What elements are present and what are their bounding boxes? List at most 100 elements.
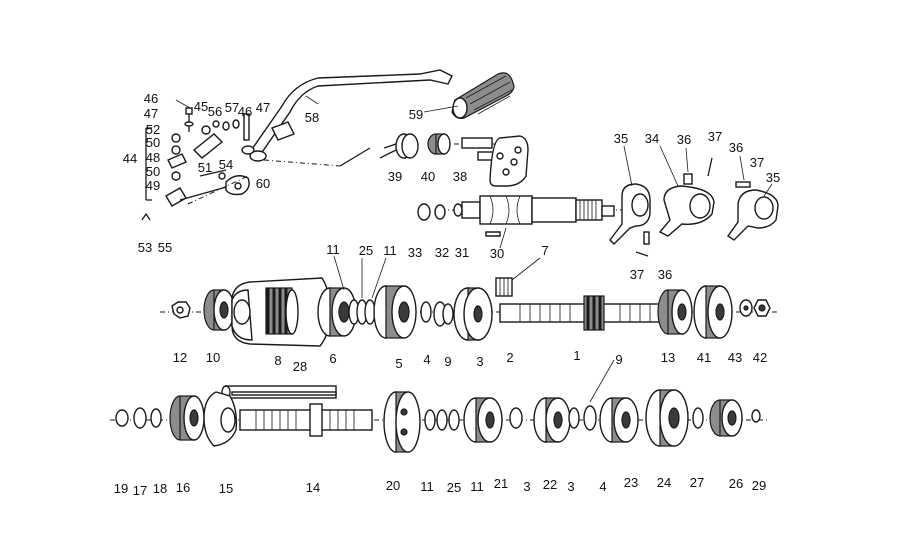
gear-22 (533, 397, 571, 443)
callout-48: 48 (145, 150, 161, 165)
fork-34 (658, 173, 715, 237)
callout-54: 54 (218, 157, 234, 172)
gear-24 (645, 389, 689, 447)
callout-52: 52 (145, 122, 161, 137)
callout-46: 46 (143, 91, 159, 106)
callout-59: 59 (408, 107, 424, 122)
callout-20: 20 (385, 478, 401, 493)
fork-35-left (609, 183, 651, 245)
callout-11: 11 (383, 243, 397, 258)
bearing-26 (709, 399, 743, 437)
callout-37: 37 (629, 267, 645, 282)
callout-46: 46 (237, 104, 253, 119)
callout-3: 3 (476, 354, 484, 369)
washers-3-4-lower (568, 405, 597, 431)
callout-11: 11 (326, 242, 340, 257)
callout-28: 28 (292, 359, 308, 374)
gear-21 (463, 397, 503, 443)
nut-42 (753, 299, 771, 317)
callout-31: 31 (454, 245, 470, 260)
callout-26: 26 (728, 476, 744, 491)
callout-4: 4 (423, 352, 431, 367)
spring-39 (379, 133, 419, 159)
gear-2 (453, 287, 493, 341)
callout-53: 53 (137, 240, 153, 255)
gear-20 (383, 391, 421, 453)
callout-47: 47 (143, 106, 159, 121)
callout-16: 16 (175, 480, 191, 495)
leader-lines (175, 95, 773, 403)
callout-41: 41 (696, 350, 712, 365)
selector-drum-30 (440, 195, 640, 225)
callout-24: 24 (656, 475, 672, 490)
callout-43: 43 (727, 350, 743, 365)
callout-15: 15 (218, 481, 234, 496)
bearing-10 (203, 289, 235, 331)
gear-23 (599, 397, 639, 443)
callout-45: 45 (193, 99, 209, 114)
callout-42: 42 (752, 350, 768, 365)
callout-38: 38 (452, 169, 468, 184)
callout-37: 37 (707, 129, 723, 144)
callout-7: 7 (541, 243, 549, 258)
callout-36: 36 (728, 140, 744, 155)
callout-36: 36 (676, 132, 692, 147)
circlip-19 (115, 409, 129, 427)
callout-44: 44 (122, 151, 138, 166)
gear-lever-58 (249, 69, 453, 162)
ring-17 (133, 407, 147, 429)
callout-19: 19 (113, 481, 129, 496)
callout-17: 17 (132, 483, 148, 498)
callout-14: 14 (305, 480, 321, 495)
bush-40 (427, 133, 451, 155)
callout-35: 35 (613, 131, 629, 146)
fork-35-right (727, 189, 779, 241)
circlip-29 (751, 409, 761, 423)
circlip-33 (417, 203, 431, 221)
callout-36: 36 (657, 267, 673, 282)
gear-6 (317, 287, 357, 337)
washer-32 (434, 204, 446, 220)
callout-35: 35 (765, 170, 781, 185)
callout-29: 29 (751, 478, 767, 493)
callout-18: 18 (152, 481, 168, 496)
callout-51: 51 (197, 160, 213, 175)
callout-30: 30 (489, 246, 505, 261)
washer-3-lower (509, 407, 523, 429)
callout-56: 56 (207, 104, 223, 119)
callout-47: 47 (255, 100, 271, 115)
callout-13: 13 (660, 350, 676, 365)
callout-22: 22 (542, 477, 558, 492)
callout-1: 1 (573, 348, 581, 363)
selector-plate-38 (454, 135, 529, 187)
callout-11: 11 (420, 479, 434, 494)
callout-10: 10 (205, 350, 221, 365)
callout-34: 34 (644, 131, 660, 146)
callout-8: 8 (274, 353, 282, 368)
callout-12: 12 (172, 350, 188, 365)
callout-4: 4 (599, 479, 607, 494)
callout-33: 33 (407, 245, 423, 260)
layshaft-14 (239, 403, 373, 437)
callout-49: 49 (145, 178, 161, 193)
pins-36-37 (635, 157, 751, 257)
callout-50: 50 (145, 164, 161, 179)
rod-28 (221, 385, 337, 399)
washers-4-9 (420, 301, 454, 327)
callout-11: 11 (470, 479, 484, 494)
callout-5: 5 (395, 356, 403, 371)
callout-6: 6 (329, 351, 337, 366)
callout-2: 2 (506, 350, 514, 365)
cover-15 (203, 391, 238, 447)
washer-43 (739, 299, 753, 317)
callout-58: 58 (304, 110, 320, 125)
callout-25: 25 (446, 480, 462, 495)
gear-8 (265, 287, 299, 335)
callout-23: 23 (623, 475, 639, 490)
callout-3: 3 (523, 479, 531, 494)
nut-12 (171, 301, 191, 319)
selector-linkage-parts (141, 107, 255, 221)
